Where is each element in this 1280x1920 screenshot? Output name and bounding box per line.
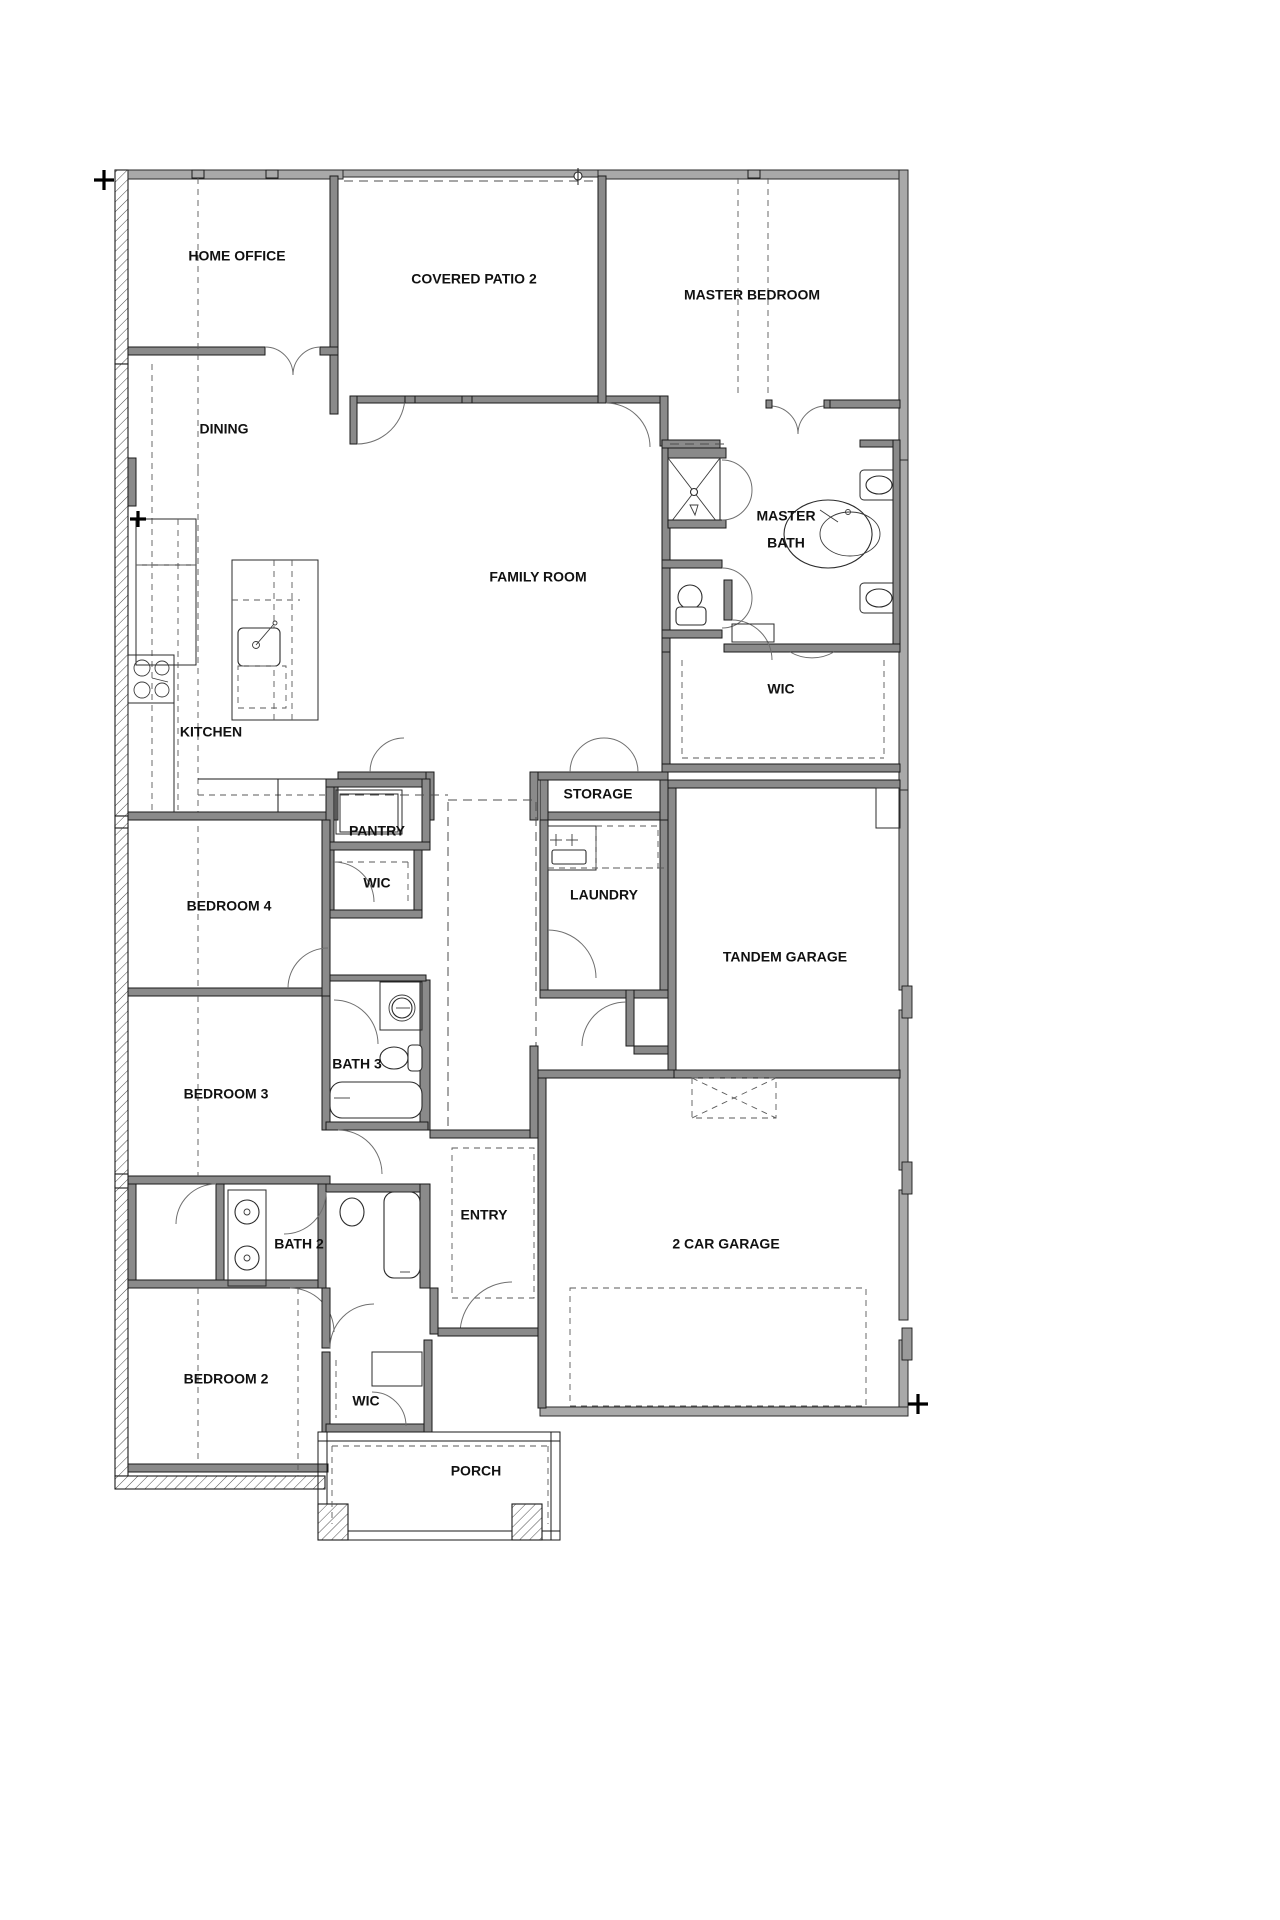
corner-mark-top-left <box>94 170 114 190</box>
kitchen-mark <box>130 511 146 527</box>
room-dining <box>127 364 199 812</box>
room-label-dining: DINING <box>200 421 249 437</box>
corner-mark-bottom-right <box>908 1394 928 1414</box>
room-label-bedroom-3: BEDROOM 3 <box>184 1086 269 1102</box>
room-bedroom-3 <box>114 996 331 1189</box>
room-label-wic-master: WIC <box>767 681 794 697</box>
room-pantry <box>325 778 431 851</box>
room-porch <box>317 1431 561 1541</box>
room-home-office <box>127 169 339 470</box>
reference-markers <box>94 170 928 1414</box>
room-bedroom-2 <box>127 1287 331 1476</box>
room-labels-layer: HOME OFFICE COVERED PATIO 2 MASTER BEDROOM… <box>180 248 847 1479</box>
room-tandem-garage <box>581 779 913 1195</box>
room-label-bath-3: BATH 3 <box>332 1056 382 1072</box>
room-label-wic-bed2: WIC <box>352 1393 379 1409</box>
room-label-entry: ENTRY <box>461 1207 509 1223</box>
room-label-tandem-garage: TANDEM GARAGE <box>723 949 847 965</box>
room-label-porch: PORCH <box>451 1463 502 1479</box>
room-label-2-car-garage: 2 CAR GARAGE <box>672 1236 779 1252</box>
room-label-bath-2: BATH 2 <box>274 1236 324 1252</box>
room-2-car-garage <box>537 1069 913 1409</box>
room-label-covered-patio-2: COVERED PATIO 2 <box>411 271 537 287</box>
room-label-pantry: PANTRY <box>349 823 406 839</box>
room-bath-3 <box>321 974 431 1175</box>
room-label-master-bedroom: MASTER BEDROOM <box>684 287 820 303</box>
room-master-bath <box>661 439 901 661</box>
room-label-bedroom-2: BEDROOM 2 <box>184 1371 269 1387</box>
room-label-master-bath: MASTER <box>756 508 815 524</box>
room-master-bedroom <box>597 169 901 448</box>
exterior-walls <box>114 169 909 1490</box>
room-label-storage: STORAGE <box>564 786 633 802</box>
room-label-laundry: LAUNDRY <box>570 887 639 903</box>
room-bedroom-4 <box>114 815 331 997</box>
room-label-bedroom-4: BEDROOM 4 <box>187 898 272 914</box>
room-label-master-bath-2: BATH <box>767 535 805 551</box>
room-label-home-office: HOME OFFICE <box>188 248 285 264</box>
room-label-wic-pantry: WIC <box>363 875 390 891</box>
room-master-wic <box>661 651 901 773</box>
room-label-kitchen: KITCHEN <box>180 724 242 740</box>
room-label-family-room: FAMILY ROOM <box>489 569 586 585</box>
room-bath-2 <box>127 1183 431 1333</box>
